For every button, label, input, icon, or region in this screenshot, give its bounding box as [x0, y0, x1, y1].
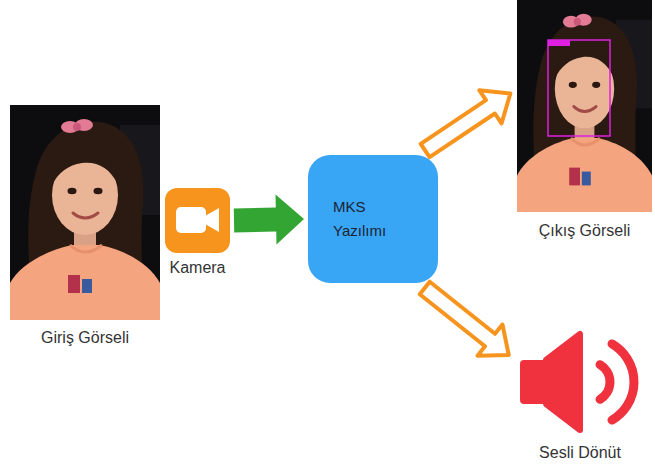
camera-icon: Kamera: [165, 188, 230, 253]
camera-symbol: [165, 188, 230, 253]
caption-label: Çıkış Görseli: [539, 222, 631, 240]
box-label: MKS Yazılımı: [333, 195, 413, 243]
output-photo: [517, 0, 652, 212]
speaker-icon: Sesli Dönüt: [515, 330, 645, 430]
block-arrow: [420, 282, 509, 356]
detection-box: [548, 40, 610, 136]
caption-label: Giriş Görseli: [41, 329, 129, 347]
input-photo: [10, 105, 160, 320]
image-panel: Çıkış Görseli: [517, 0, 652, 212]
caption-label: Kamera: [169, 259, 225, 277]
speaker-symbol: [520, 334, 634, 430]
caption-label: Sesli Dönüt: [539, 444, 621, 462]
software-box: MKS Yazılımı: [308, 155, 438, 283]
detection-tag: [548, 40, 570, 46]
image-panel: Giriş Görseli: [10, 105, 160, 320]
block-arrow: [234, 195, 304, 245]
block-arrow: [421, 90, 511, 157]
